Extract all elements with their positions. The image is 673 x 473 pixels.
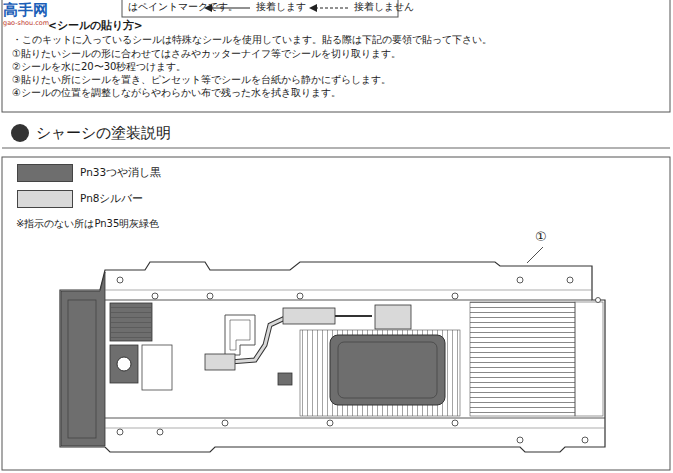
watermark: gao-shou.com	[3, 20, 49, 28]
step-text: ②シールを水に20〜30秒程つけます。	[12, 61, 186, 73]
section-title: シャーシの塗装説明	[36, 124, 171, 142]
glue-note: 接着します	[256, 1, 306, 13]
legend-swatch	[17, 164, 73, 182]
paint-mark-note: はペイントマークです。	[128, 1, 238, 13]
step-text: ③貼りたい所にシールを置き、ピンセット等でシールを台紙から静かにずらします。	[12, 74, 391, 86]
default-color-note: ※指示のない所はPn35明灰緑色	[16, 218, 159, 230]
step-text: ④シールの位置を調整しながらやわらかい布で残った水を拭き取ります。	[12, 87, 341, 99]
watermark: 高手网	[3, 1, 48, 19]
legend-swatch	[17, 190, 73, 208]
callout-number: ①	[534, 229, 548, 245]
legend-text: Pn8シルバー	[80, 192, 143, 205]
no-glue-note: 接着しません	[354, 1, 414, 13]
sticker-heading: <シールの貼り方>	[48, 19, 143, 32]
step-text: ①貼りたいシールの形に合わせてはさみやカッターナイフ等でシールを切り取ります。	[12, 48, 401, 60]
legend-text: Pn33つや消し黒	[80, 166, 161, 179]
sticker-note: ・このキットに入っているシールは特殊なシールを使用しています。貼る際は下記の要領…	[12, 34, 492, 46]
